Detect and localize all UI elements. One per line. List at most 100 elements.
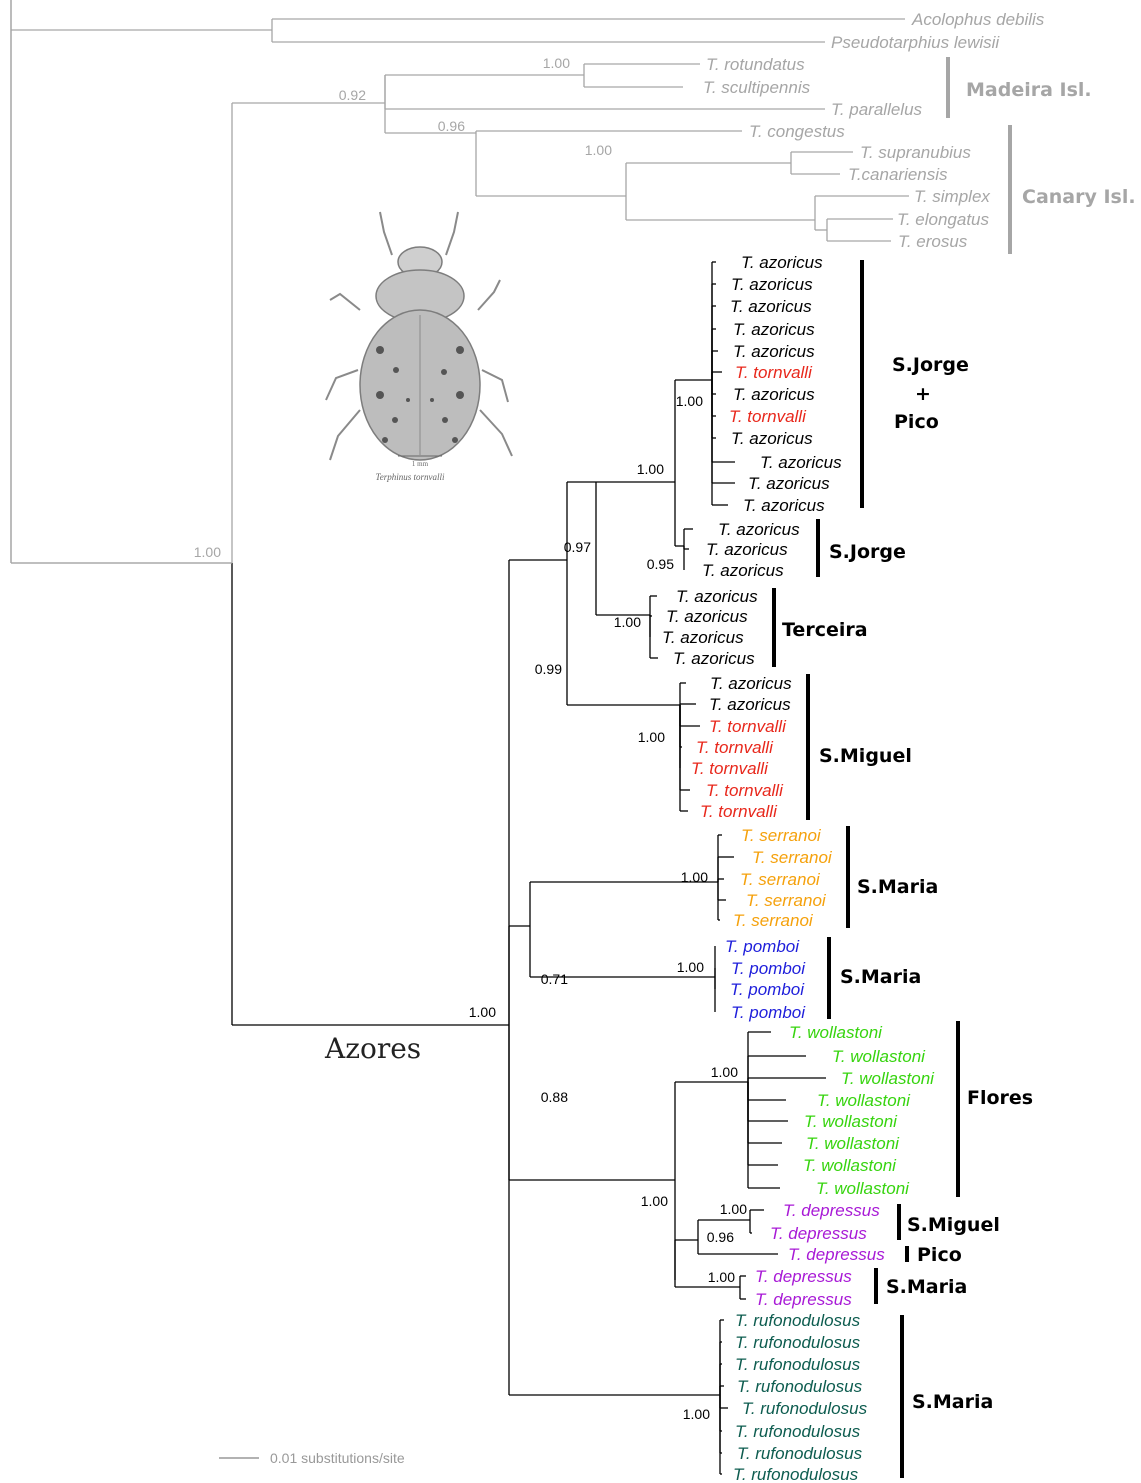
group-label-pico: Pico bbox=[917, 1244, 962, 1266]
group-label-smiguel: S.Miguel bbox=[907, 1214, 1000, 1236]
leaf-pomboi: T. pomboi bbox=[725, 937, 800, 956]
leaf-azoricus: T. azoricus bbox=[710, 674, 792, 693]
leaf-tornvalli: T. tornvalli bbox=[691, 759, 769, 778]
leaf-tornvalli: T. tornvalli bbox=[735, 363, 813, 382]
scale-bar: 0.01 substitutions/site bbox=[219, 1450, 405, 1466]
support-wollastoni: 1.00 bbox=[711, 1064, 738, 1080]
leaf-azoricus: T. azoricus bbox=[731, 275, 813, 294]
group-label-terceira: Terceira bbox=[782, 619, 868, 641]
support-dep-smar: 1.00 bbox=[708, 1269, 735, 1285]
leaf-pseudotarphius: Pseudotarphius lewisii bbox=[831, 33, 1000, 52]
support-terceira: 1.00 bbox=[614, 614, 641, 630]
leaf-azoricus: T. azoricus bbox=[706, 540, 788, 559]
leaf-pomboi: T. pomboi bbox=[731, 1003, 806, 1022]
leaf-azoricus: T. azoricus bbox=[760, 453, 842, 472]
support-pomboi: 1.00 bbox=[677, 959, 704, 975]
leaf-depressus: T. depressus bbox=[770, 1224, 867, 1243]
leaf-azoricus: T. azoricus bbox=[709, 695, 791, 714]
support-serranoi: 1.00 bbox=[681, 869, 708, 885]
leaf-wollastoni: T. wollastoni bbox=[817, 1091, 911, 1110]
leaf-rufonodulosus: T. rufonodulosus bbox=[737, 1444, 863, 1463]
group-label-sjorge: S.Jorge bbox=[829, 541, 906, 563]
leaf-rufonodulosus: T. rufonodulosus bbox=[735, 1311, 861, 1330]
leaf-rufonodulosus: T. rufonodulosus bbox=[735, 1355, 861, 1374]
leaf-tornvalli: T. tornvalli bbox=[700, 802, 778, 821]
leaf-azoricus: T. azoricus bbox=[731, 429, 813, 448]
leaf-rufonodulosus: T. rufonodulosus bbox=[733, 1465, 859, 1483]
leaf-azoricus: T. azoricus bbox=[702, 561, 784, 580]
support-canary: 1.00 bbox=[585, 142, 612, 158]
leaf-azoricus: T. azoricus bbox=[733, 385, 815, 404]
beetle-scale-caption: 1 mm bbox=[412, 460, 429, 468]
leaf-azoricus: T. azoricus bbox=[673, 649, 755, 668]
support-big: 0.88 bbox=[541, 1089, 568, 1105]
leaf-azoricus: T. azoricus bbox=[662, 628, 744, 647]
leaf-congestus: T. congestus bbox=[749, 122, 845, 141]
leaf-serranoi: T. serranoi bbox=[752, 848, 833, 867]
leaf-parallelus: T. parallelus bbox=[831, 100, 923, 119]
leaf-simplex: T. simplex bbox=[914, 187, 990, 206]
support-flo-dep: 1.00 bbox=[641, 1193, 668, 1209]
leaf-elongatus: T. elongatus bbox=[897, 210, 989, 229]
leaf-azoricus: T. azoricus bbox=[733, 342, 815, 361]
support-rufonodulosus: 1.00 bbox=[683, 1406, 710, 1422]
leaf-wollastoni: T. wollastoni bbox=[803, 1156, 897, 1175]
leaf-acolophus: Acolophus debilis bbox=[911, 10, 1045, 29]
support-madeira: 1.00 bbox=[543, 55, 570, 71]
support-sjp: 1.00 bbox=[676, 393, 703, 409]
leaf-wollastoni: T. wollastoni bbox=[806, 1134, 900, 1153]
leaf-azoricus: T. azoricus bbox=[733, 320, 815, 339]
leaf-tornvalli: T. tornvalli bbox=[696, 738, 774, 757]
leaf-azoricus: T. azoricus bbox=[748, 474, 830, 493]
group-label-madeira: Madeira Isl. bbox=[966, 79, 1092, 101]
group-label-smaria: S.Maria bbox=[857, 876, 938, 898]
support-sj-terc: 0.97 bbox=[564, 539, 591, 555]
leaf-wollastoni: T. wollastoni bbox=[789, 1023, 883, 1042]
group-label-smaria: S.Maria bbox=[912, 1391, 993, 1413]
leaf-supranubius: T. supranubius bbox=[860, 143, 971, 162]
leaf-canariensis: T.canariensis bbox=[848, 165, 948, 184]
leaf-wollastoni: T. wollastoni bbox=[816, 1179, 910, 1198]
leaf-serranoi: T. serranoi bbox=[741, 826, 822, 845]
leaf-wollastoni: T. wollastoni bbox=[832, 1047, 926, 1066]
leaf-pomboi: T. pomboi bbox=[731, 959, 806, 978]
group-label-sjorge-pico-2: + bbox=[915, 383, 931, 405]
leaf-rufonodulosus: T. rufonodulosus bbox=[737, 1377, 863, 1396]
group-label-sjorge-pico-1: S.Jorge bbox=[892, 354, 969, 376]
support-dep-smig: 1.00 bbox=[720, 1201, 747, 1217]
leaf-rotundatus: T. rotundatus bbox=[706, 55, 805, 74]
leaf-depressus: T. depressus bbox=[783, 1201, 880, 1220]
leaf-erosus: T. erosus bbox=[898, 232, 968, 251]
group-label-smaria: S.Maria bbox=[840, 966, 921, 988]
leaf-scultipennis: T. scultipennis bbox=[703, 78, 811, 97]
group-label-smiguel: S.Miguel bbox=[819, 745, 912, 767]
leaf-pomboi: T. pomboi bbox=[730, 980, 805, 999]
group-label-flores: Flores bbox=[967, 1087, 1033, 1109]
leaf-wollastoni: T. wollastoni bbox=[841, 1069, 935, 1088]
support-ser-pom: 0.71 bbox=[541, 971, 568, 987]
support-dep-pico: 0.96 bbox=[707, 1229, 734, 1245]
leaf-tornvalli: T. tornvalli bbox=[706, 781, 784, 800]
support-azores: 1.00 bbox=[469, 1004, 496, 1020]
scale-bar-label: 0.01 substitutions/site bbox=[270, 1450, 405, 1466]
beetle-caption: Terphinus tornvalli bbox=[376, 472, 445, 482]
group-label-smaria: S.Maria bbox=[886, 1276, 967, 1298]
azores-label: Azores bbox=[324, 1032, 421, 1065]
leaf-azoricus: T. azoricus bbox=[666, 607, 748, 626]
support-sj-clade: 1.00 bbox=[637, 461, 664, 477]
group-label-canary: Canary Isl. bbox=[1022, 186, 1136, 208]
group-label-sjorge-pico-3: Pico bbox=[894, 411, 939, 433]
support-central: 0.99 bbox=[535, 661, 562, 677]
beetle-illustration: 1 mm Terphinus tornvalli bbox=[326, 212, 512, 482]
leaf-azoricus: T. azoricus bbox=[730, 297, 812, 316]
leaf-azoricus: T. azoricus bbox=[718, 520, 800, 539]
leaf-serranoi: T. serranoi bbox=[740, 870, 821, 889]
leaf-rufonodulosus: T. rufonodulosus bbox=[735, 1333, 861, 1352]
leaf-depressus: T. depressus bbox=[788, 1245, 885, 1264]
leaf-azoricus: T. azoricus bbox=[743, 496, 825, 515]
leaf-serranoi: T. serranoi bbox=[746, 891, 827, 910]
leaf-depressus: T. depressus bbox=[755, 1267, 852, 1286]
leaf-serranoi: T. serranoi bbox=[733, 911, 814, 930]
